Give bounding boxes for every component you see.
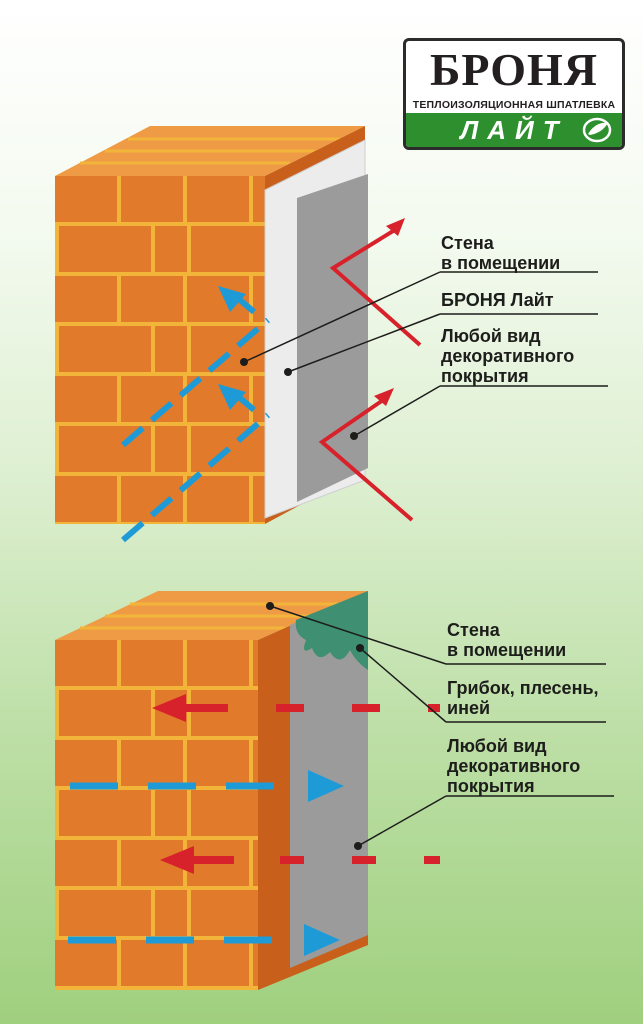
logo-subtitle: ТЕПЛОИЗОЛЯЦИОННАЯ ШПАТЛЕВКА (412, 99, 616, 111)
top-warm-flow-2 (121, 412, 270, 543)
bottom-warm-arrowhead-1 (308, 770, 344, 802)
top-label-wall: Стена в помещении (441, 233, 561, 273)
top-label-coating: БРОНЯ Лайт (441, 290, 554, 310)
top-reflect-arrow-1 (329, 226, 422, 347)
top-label-decor: Любой вид декоративного покрытия (441, 326, 575, 386)
bottom-warm-arrowhead-2 (304, 924, 340, 956)
brand-logo: БРОНЯ ТЕПЛОИЗОЛЯЦИОННАЯ ШПАТЛЕВКА ЛАЙТ (403, 38, 625, 150)
top-warm-arrowhead-2 (218, 384, 246, 410)
top-reflect-arrow-2 (318, 396, 414, 522)
top-warm-arrowhead-1 (218, 286, 246, 312)
logo-product-band: ЛАЙТ (406, 113, 622, 147)
logo-product-name: ЛАЙТ (460, 115, 568, 145)
bottom-label-decor: Любой вид декоративного покрытия (447, 736, 581, 796)
bottom-cold-arrowhead-1 (152, 694, 186, 722)
bottom-label-wall: Стена в помещении (447, 620, 567, 660)
top-warm-flow-1 (121, 317, 270, 448)
bottom-mold-patch (295, 591, 368, 670)
leaf-icon (582, 117, 612, 143)
bottom-label-fungus: Грибок, плесень, иней (447, 678, 599, 718)
bottom-wall-diagram (55, 591, 614, 990)
bottom-brick-front-face (55, 640, 258, 990)
logo-brand-text: БРОНЯ (429, 44, 599, 95)
bottom-cold-arrowhead-2 (160, 846, 194, 874)
top-wall-diagram (55, 126, 608, 543)
top-brick-front-face (55, 176, 265, 524)
